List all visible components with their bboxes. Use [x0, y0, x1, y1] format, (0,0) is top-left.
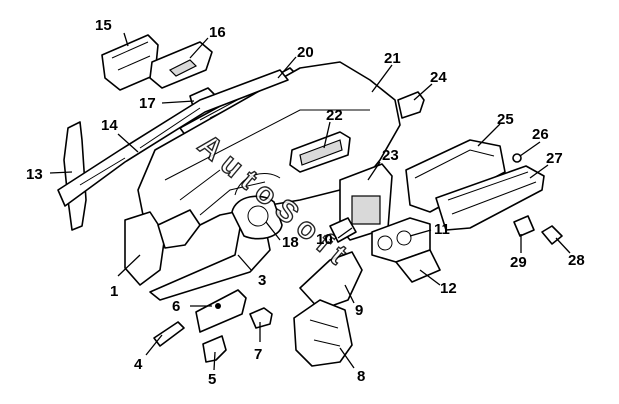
part-10-knob [329, 217, 357, 243]
callout-7: 7 [254, 346, 262, 363]
part-24-right-vent [397, 91, 425, 119]
part-26-screw [512, 153, 522, 163]
callout-16: 16 [209, 24, 226, 41]
part-5-clip-bracket [202, 335, 227, 363]
callout-6: 6 [172, 298, 180, 315]
callout-24: 24 [430, 69, 447, 86]
callout-9: 9 [355, 302, 363, 319]
callout-labels: 1 3 4 5 6 7 8 9 10 11 12 13 14 15 16 17 … [26, 17, 585, 388]
callout-15: 15 [95, 17, 112, 34]
callout-25: 25 [497, 111, 514, 128]
callout-5: 5 [208, 371, 216, 388]
part-18-column-shroud [231, 195, 283, 240]
part-4-small-trim [153, 321, 185, 347]
callout-14: 14 [101, 117, 118, 134]
callout-21: 21 [384, 50, 401, 67]
callout-28: 28 [568, 252, 585, 269]
callout-23: 23 [382, 147, 399, 164]
part-14-cross-beam [57, 69, 289, 207]
callout-17: 17 [139, 95, 156, 112]
parts-drawing [57, 34, 563, 367]
callout-26: 26 [532, 126, 549, 143]
part-15-storage-tray [101, 34, 159, 91]
callout-3: 3 [258, 272, 266, 289]
callout-11: 11 [434, 221, 450, 238]
callout-8: 8 [357, 368, 365, 385]
part-29-latch [513, 215, 535, 237]
callout-13: 13 [26, 166, 43, 183]
part-7-knob [249, 307, 273, 329]
callout-27: 27 [546, 150, 563, 167]
callout-10: 10 [316, 231, 333, 248]
callout-4: 4 [134, 356, 143, 373]
part-8-console-bottom [293, 299, 353, 367]
leader-lines [49, 32, 571, 371]
callout-1: 1 [110, 283, 118, 300]
part-6-switch-panel [195, 289, 247, 333]
callout-20: 20 [297, 44, 314, 61]
part-2-lower-trim [157, 209, 201, 249]
callout-22: 22 [326, 107, 343, 124]
part-12-control-trim [395, 249, 441, 283]
callout-12: 12 [440, 280, 457, 297]
callout-18: 18 [282, 234, 299, 251]
part-1-left-end-panel [124, 211, 166, 286]
callout-29: 29 [510, 254, 527, 271]
part-27-glovebox-lid [435, 165, 545, 231]
